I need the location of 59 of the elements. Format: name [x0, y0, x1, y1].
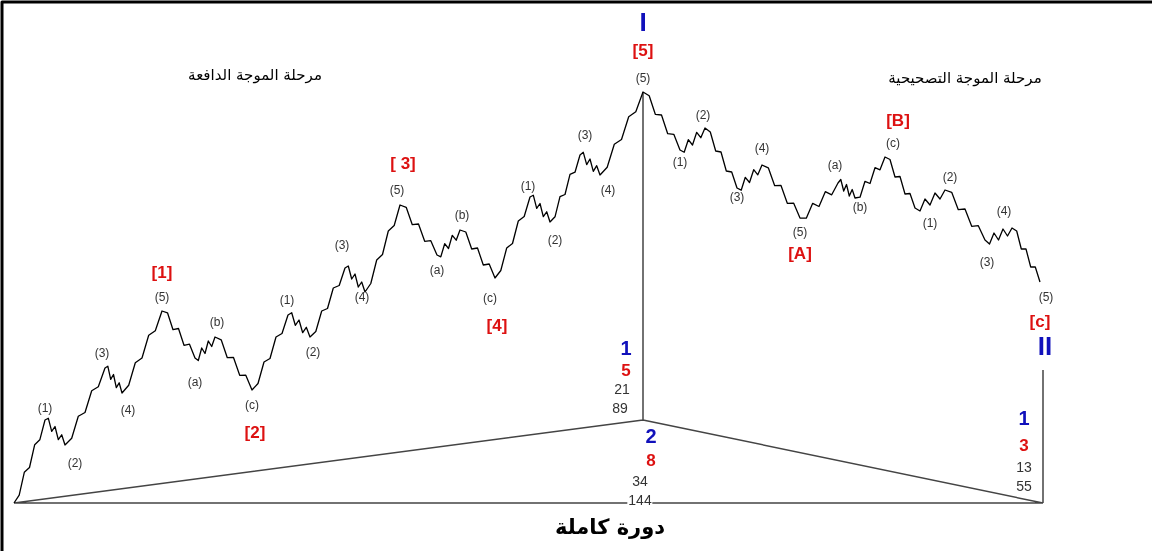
wave-count: (2) [695, 109, 711, 121]
wave-count: (1) [279, 294, 295, 306]
wave-count: (b) [852, 201, 868, 213]
wave-count: (2) [305, 346, 321, 358]
wave-count: (3) [334, 239, 350, 251]
roman-numeral: I [639, 9, 647, 35]
wave-label: [1] [151, 263, 173, 281]
wave-label: [A] [788, 244, 812, 262]
fibonacci-number: 144 [627, 493, 653, 507]
phase-heading: مرحلة الموجة الدافعة [188, 67, 322, 83]
wave-count: (4) [600, 184, 616, 196]
fibonacci-number: 2 [645, 426, 657, 446]
wave-count: (2) [547, 234, 563, 246]
wave-count: (a) [187, 376, 203, 388]
wave-count: (3) [729, 191, 745, 203]
wave-label: [ 3] [390, 154, 416, 172]
wave-count: (5) [154, 291, 170, 303]
wave-count: (c) [886, 137, 900, 149]
wave-label: 3 [1019, 436, 1029, 454]
wave-count: (2) [67, 457, 83, 469]
wave-count: (2) [942, 171, 958, 183]
fibonacci-number: 89 [611, 401, 629, 415]
wave-label: 5 [621, 361, 631, 379]
wave-count: (5) [792, 226, 808, 238]
wave-count: (3) [94, 347, 110, 359]
wave-count: (b) [454, 209, 470, 221]
wave-label: [B] [886, 111, 910, 129]
wave-count: (1) [520, 180, 536, 192]
wave-label: [c] [1029, 312, 1051, 330]
wave-count: (c) [245, 399, 259, 411]
wave-count: (3) [979, 256, 995, 268]
wave-count: (4) [754, 142, 770, 154]
wave-count: (4) [354, 291, 370, 303]
wave-count: (5) [635, 72, 651, 84]
roman-numeral: II [1037, 333, 1053, 359]
wave-label: [5] [632, 41, 654, 59]
wave-count: (a) [429, 264, 445, 276]
wave-count: (1) [672, 156, 688, 168]
fibonacci-number: 1 [620, 338, 632, 358]
wave-label: [4] [486, 316, 508, 334]
wave-count: (c) [483, 292, 497, 304]
wave-count: (1) [37, 402, 53, 414]
fibonacci-number: 21 [613, 382, 631, 396]
wave-count: (3) [577, 129, 593, 141]
fibonacci-number: 55 [1015, 479, 1033, 493]
wave-label: [2] [244, 423, 266, 441]
phase-heading: مرحلة الموجة التصحيحية [888, 70, 1042, 86]
fibonacci-number: 34 [631, 474, 649, 488]
wave-count: (4) [996, 205, 1012, 217]
wave-count: (4) [120, 404, 136, 416]
wave-count: (5) [389, 184, 405, 196]
wave-count: (b) [209, 316, 225, 328]
wave-count: (1) [922, 217, 938, 229]
wave-count: (5) [1038, 291, 1054, 303]
wave-count: (a) [827, 159, 843, 171]
cycle-caption: دورة كاملة [555, 516, 665, 538]
fibonacci-number: 13 [1015, 460, 1033, 474]
wave-label: 8 [646, 451, 656, 469]
fibonacci-number: 1 [1018, 408, 1030, 428]
